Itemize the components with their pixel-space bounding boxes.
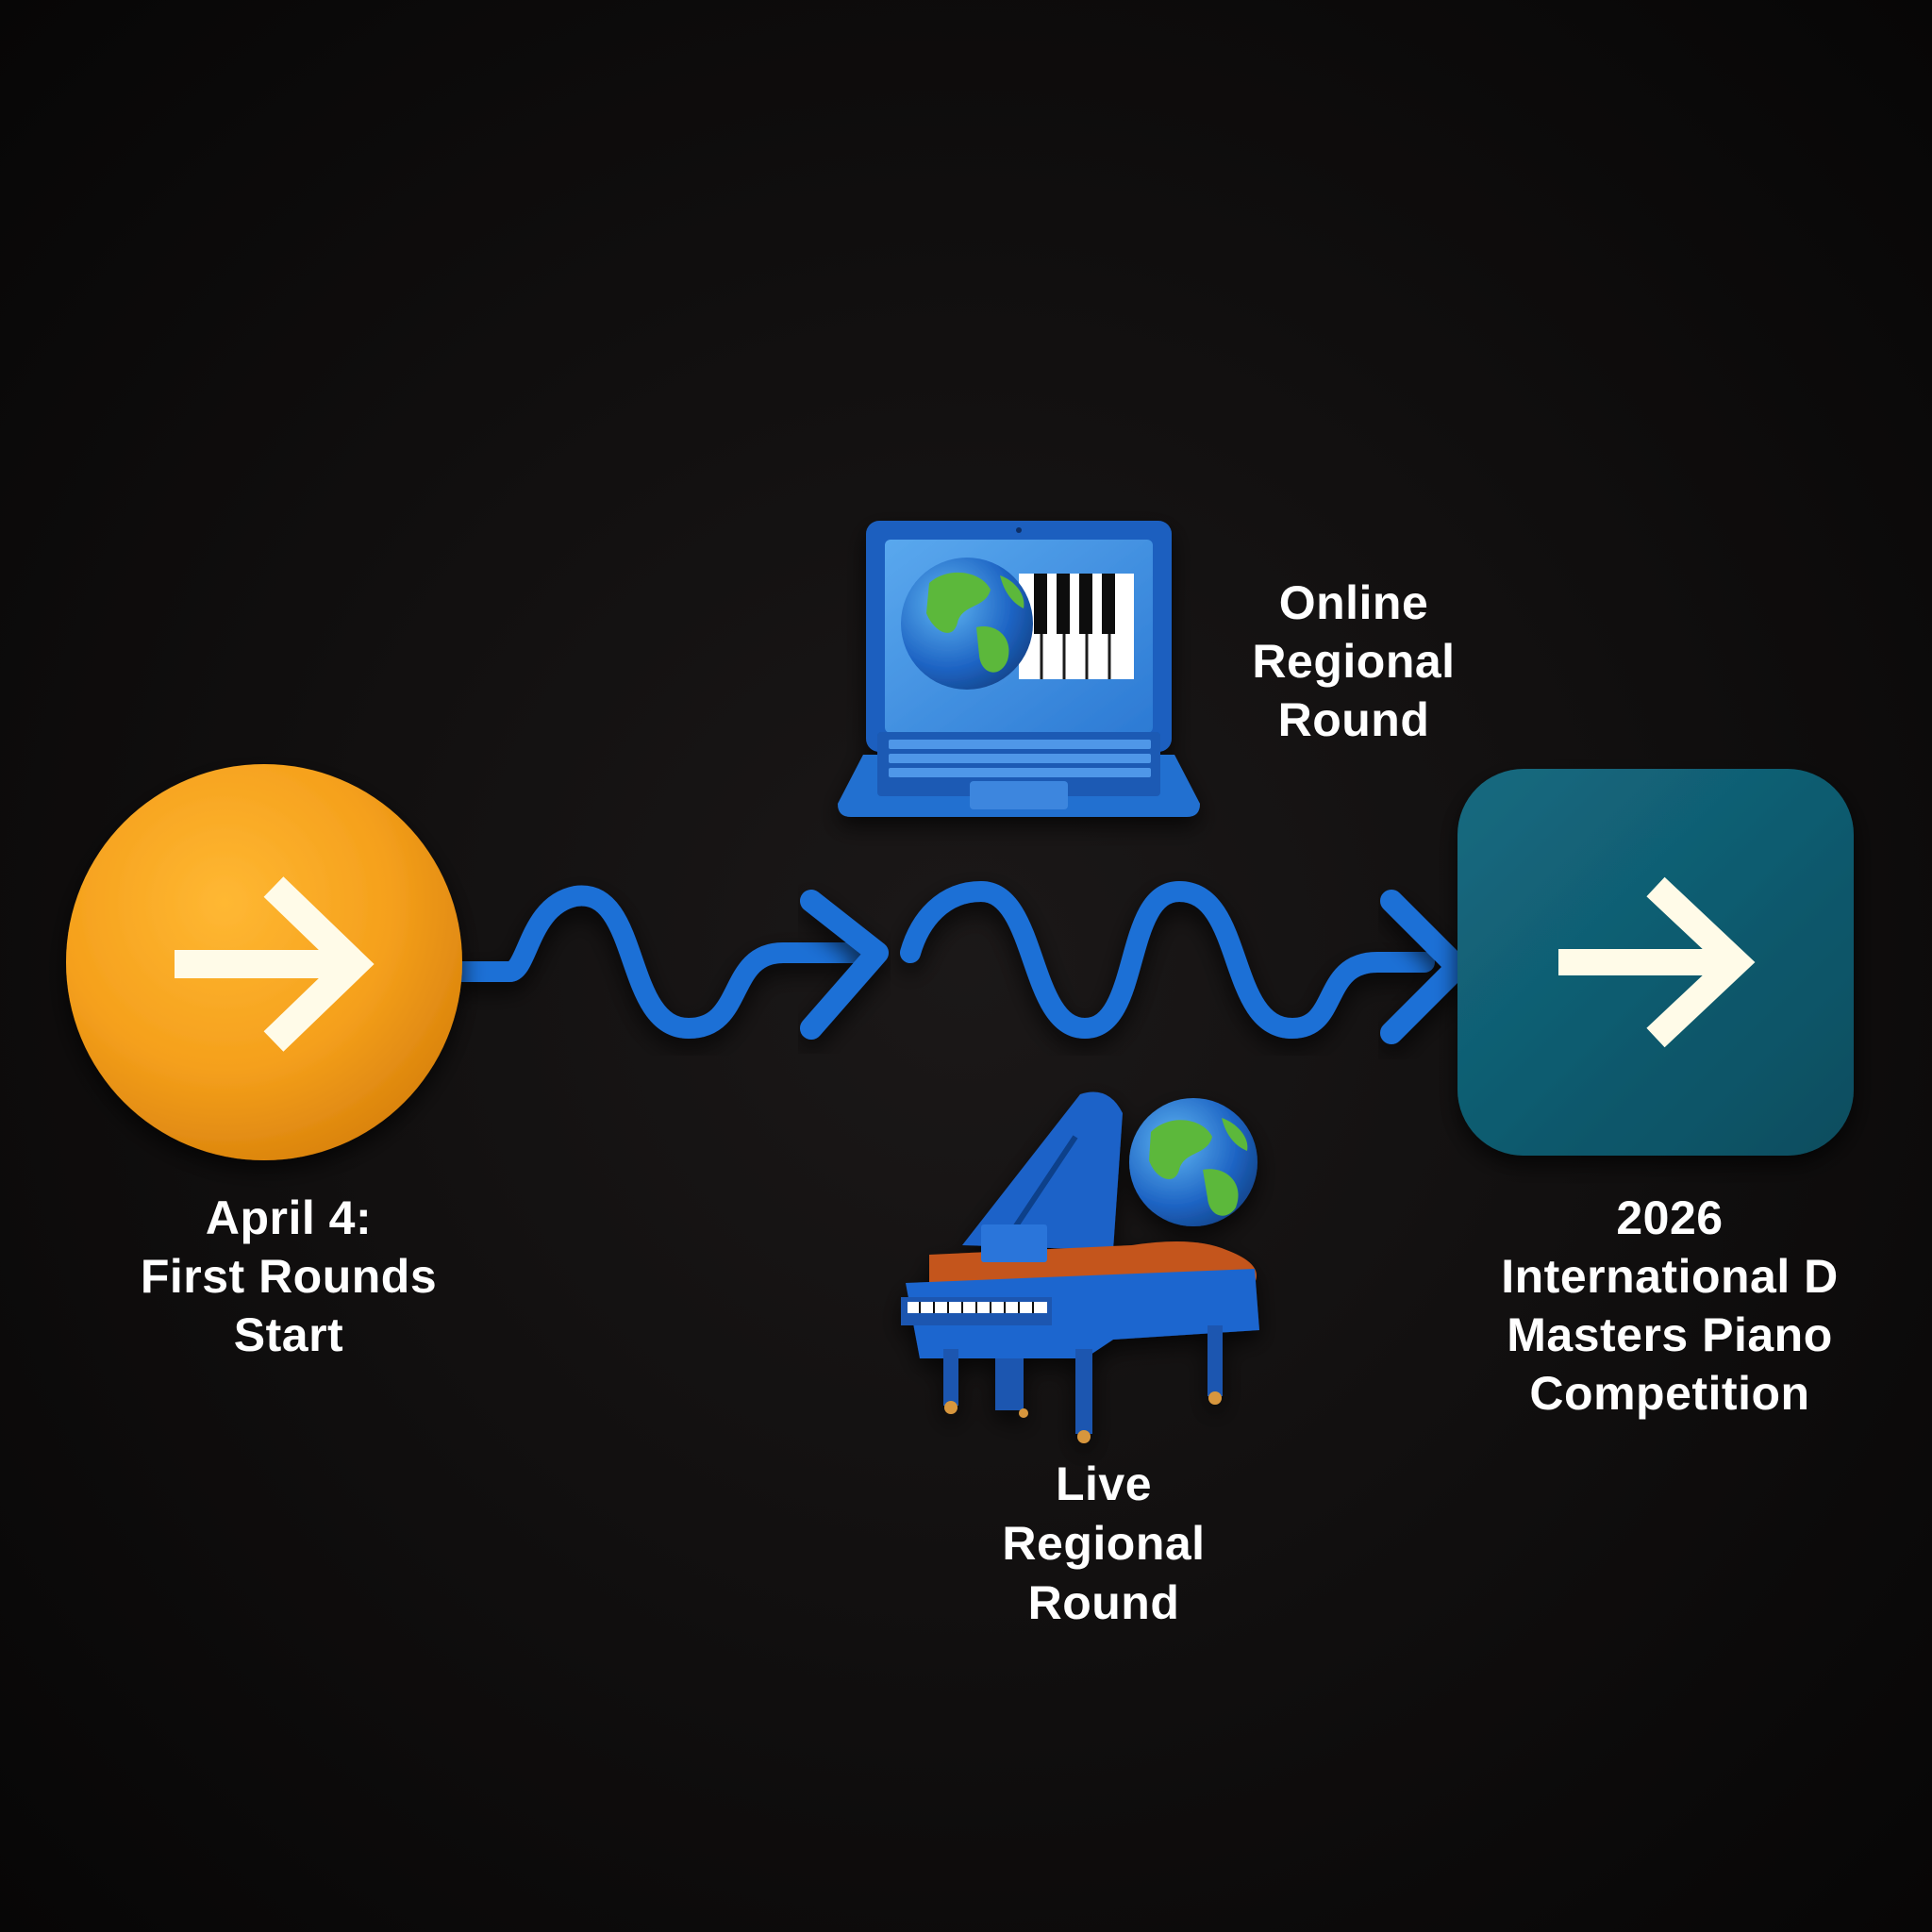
end-node-label: 2026 International D Masters Piano Compe… [1415, 1189, 1924, 1423]
grand-piano-globe-icon [901, 1092, 1259, 1444]
laptop-globe-piano-keys-icon [838, 521, 1200, 817]
live-regional-round-label: Live Regional Round [910, 1455, 1297, 1633]
online-regional-round-label: Online Regional Round [1165, 574, 1542, 749]
wavy-connector-path [460, 891, 1424, 1028]
start-node-label: April 4: First Rounds Start [91, 1189, 487, 1364]
chevron-arrow-icon [811, 901, 877, 1028]
